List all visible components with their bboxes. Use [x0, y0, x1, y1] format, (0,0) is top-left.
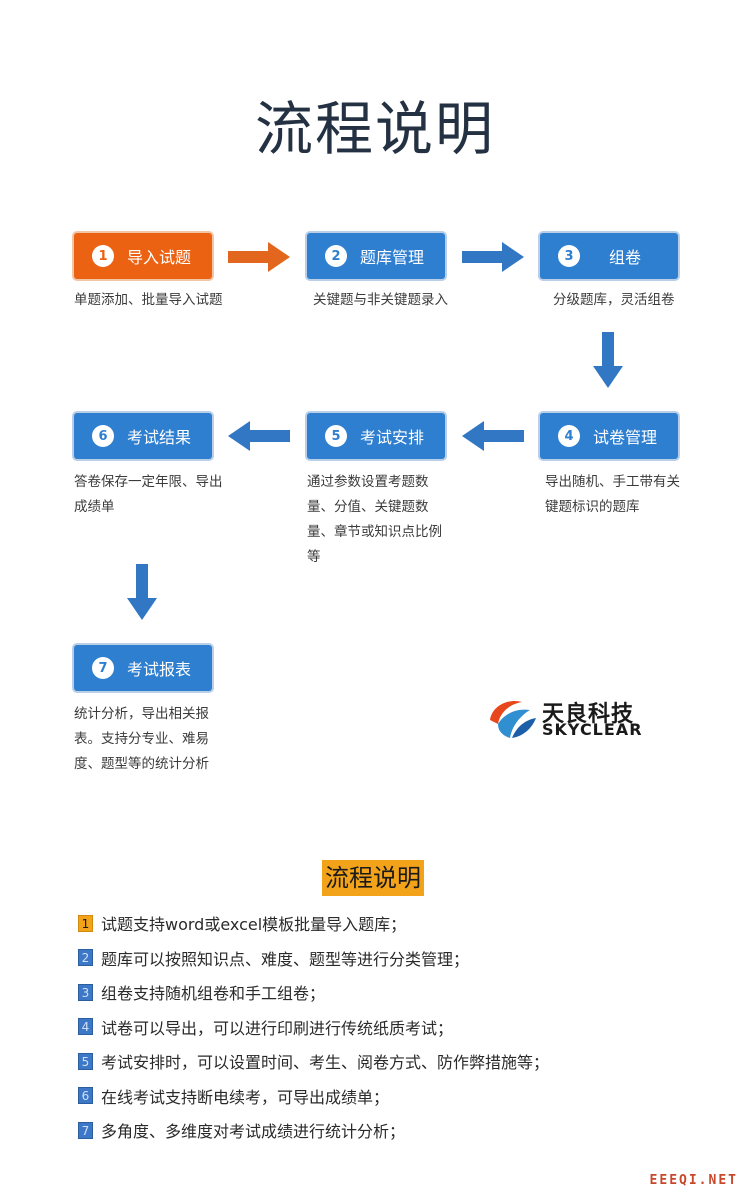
step-3-box: 3 组卷 [540, 233, 678, 279]
step-label: 试卷管理 [592, 428, 657, 447]
list-item-text: 试卷可以导出，可以进行印刷进行传统纸质考试； [101, 1018, 454, 1038]
step-5-desc: 通过参数设置考题数量、分值、关键题数量、章节或知识点比例等 [307, 474, 442, 565]
arrow-down-icon [593, 332, 623, 388]
list-item: 7 多角度、多维度对考试成绩进行统计分析； [78, 1113, 738, 1148]
list-item-text: 多角度、多维度对考试成绩进行统计分析； [101, 1122, 406, 1142]
step-4-box: 4 试卷管理 [540, 413, 678, 459]
list-item: 1 试题支持word或excel模板批量导入题库； [78, 906, 738, 941]
number-badge: 2 [78, 949, 93, 967]
step-number: 7 [92, 657, 114, 679]
arrow-down-icon [127, 564, 157, 620]
number-badge: 7 [78, 1121, 93, 1139]
step-label: 导入试题 [126, 248, 191, 267]
page-title: 流程说明 [254, 95, 495, 163]
step-number: 5 [325, 425, 347, 447]
list-item: 6 在线考试支持断电续考，可导出成绩单； [78, 1079, 738, 1114]
step-6-desc: 答卷保存一定年限、导出成绩单 [74, 474, 223, 515]
arrow-right-icon [462, 242, 524, 272]
number-badge: 6 [78, 1087, 93, 1105]
summary-list: 1 试题支持word或excel模板批量导入题库； 2 题库可以按照知识点、难度… [78, 906, 738, 1148]
step-1-desc: 单题添加、批量导入试题 [74, 292, 223, 308]
list-item-text: 考试安排时，可以设置时间、考生、阅卷方式、防作弊措施等； [101, 1053, 550, 1073]
step-number: 2 [325, 245, 347, 267]
step-3-desc: 分级题库，灵活组卷 [553, 292, 675, 308]
step-number: 3 [558, 245, 580, 267]
step-2-box: 2 题库管理 [307, 233, 445, 279]
logo-text-cn: 天良科技 [542, 702, 635, 727]
list-item-text: 试题支持word或excel模板批量导入题库； [101, 915, 407, 935]
step-5-box: 5 考试安排 [307, 413, 445, 459]
number-badge: 3 [78, 983, 93, 1001]
step-4-desc: 导出随机、手工带有关键题标识的题库 [545, 474, 680, 515]
step-7-desc: 统计分析，导出相关报表。支持分专业、难易度、题型等的统计分析 [74, 706, 209, 772]
number-badge: 4 [78, 1018, 93, 1036]
list-item: 4 试卷可以导出，可以进行印刷进行传统纸质考试； [78, 1010, 738, 1045]
list-item: 3 组卷支持随机组卷和手工组卷； [78, 975, 738, 1010]
watermark: EEEQI.NET [649, 1173, 738, 1188]
step-number: 4 [558, 425, 580, 447]
logo-text-en: SKYCLEAR [542, 720, 643, 739]
number-badge: 1 [78, 914, 93, 932]
list-item-text: 组卷支持随机组卷和手工组卷； [101, 984, 326, 1004]
list-item-text: 题库可以按照知识点、难度、题型等进行分类管理； [101, 949, 470, 969]
step-number: 6 [92, 425, 114, 447]
number-badge: 5 [78, 1052, 93, 1070]
company-logo: 天良科技 SKYCLEAR [486, 694, 651, 744]
step-2-desc: 关键题与非关键题录入 [313, 292, 448, 308]
step-number: 1 [92, 245, 114, 267]
summary-title: 流程说明 [322, 860, 424, 896]
logo-mark-icon [490, 700, 536, 738]
step-label: 考试结果 [126, 428, 191, 447]
step-6-box: 6 考试结果 [74, 413, 212, 459]
step-1-box: 1 导入试题 [74, 233, 212, 279]
step-label: 题库管理 [359, 248, 424, 267]
arrow-left-icon [228, 421, 290, 451]
step-7-box: 7 考试报表 [74, 645, 212, 691]
arrow-left-icon [462, 421, 524, 451]
arrow-right-icon [228, 242, 290, 272]
step-label: 组卷 [608, 248, 641, 267]
list-item-text: 在线考试支持断电续考，可导出成绩单； [101, 1087, 390, 1107]
step-label: 考试安排 [359, 428, 424, 447]
step-label: 考试报表 [126, 660, 191, 679]
list-item: 2 题库可以按照知识点、难度、题型等进行分类管理； [78, 941, 738, 976]
list-item: 5 考试安排时，可以设置时间、考生、阅卷方式、防作弊措施等； [78, 1044, 738, 1079]
